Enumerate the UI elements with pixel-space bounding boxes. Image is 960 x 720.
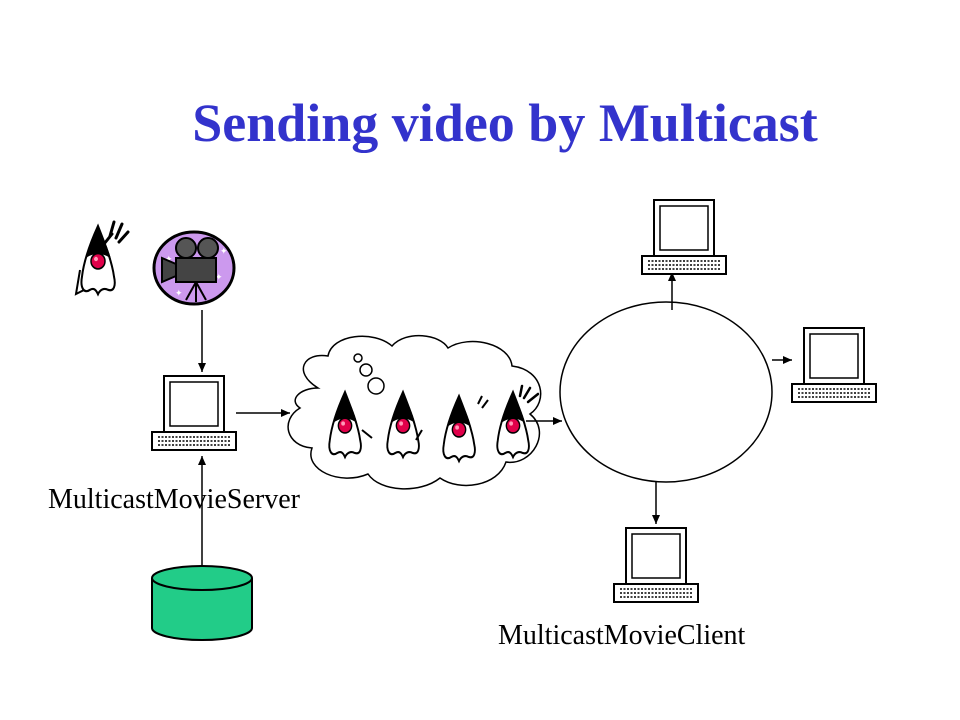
network-ring bbox=[559, 301, 773, 483]
svg-text:✦: ✦ bbox=[215, 273, 223, 283]
duke-mascot-icon bbox=[74, 220, 130, 296]
laptop-icon bbox=[613, 527, 699, 603]
client-label: MulticastMovieClient bbox=[498, 620, 746, 651]
database-icon bbox=[151, 565, 253, 641]
slide-title: Sending video by Multicast bbox=[192, 93, 818, 153]
server-label: MulticastMovieServer bbox=[48, 484, 300, 515]
duke-mascot-icon bbox=[328, 384, 540, 463]
svg-text:✦: ✦ bbox=[175, 289, 183, 299]
laptop-icon bbox=[791, 327, 877, 403]
movie-camera-icon: ✦✦✦ ✦✦ bbox=[152, 230, 236, 306]
laptop-icon bbox=[151, 375, 237, 451]
laptop-icon bbox=[641, 199, 727, 275]
cloud-icon bbox=[287, 334, 542, 490]
svg-text:✦: ✦ bbox=[220, 247, 228, 257]
